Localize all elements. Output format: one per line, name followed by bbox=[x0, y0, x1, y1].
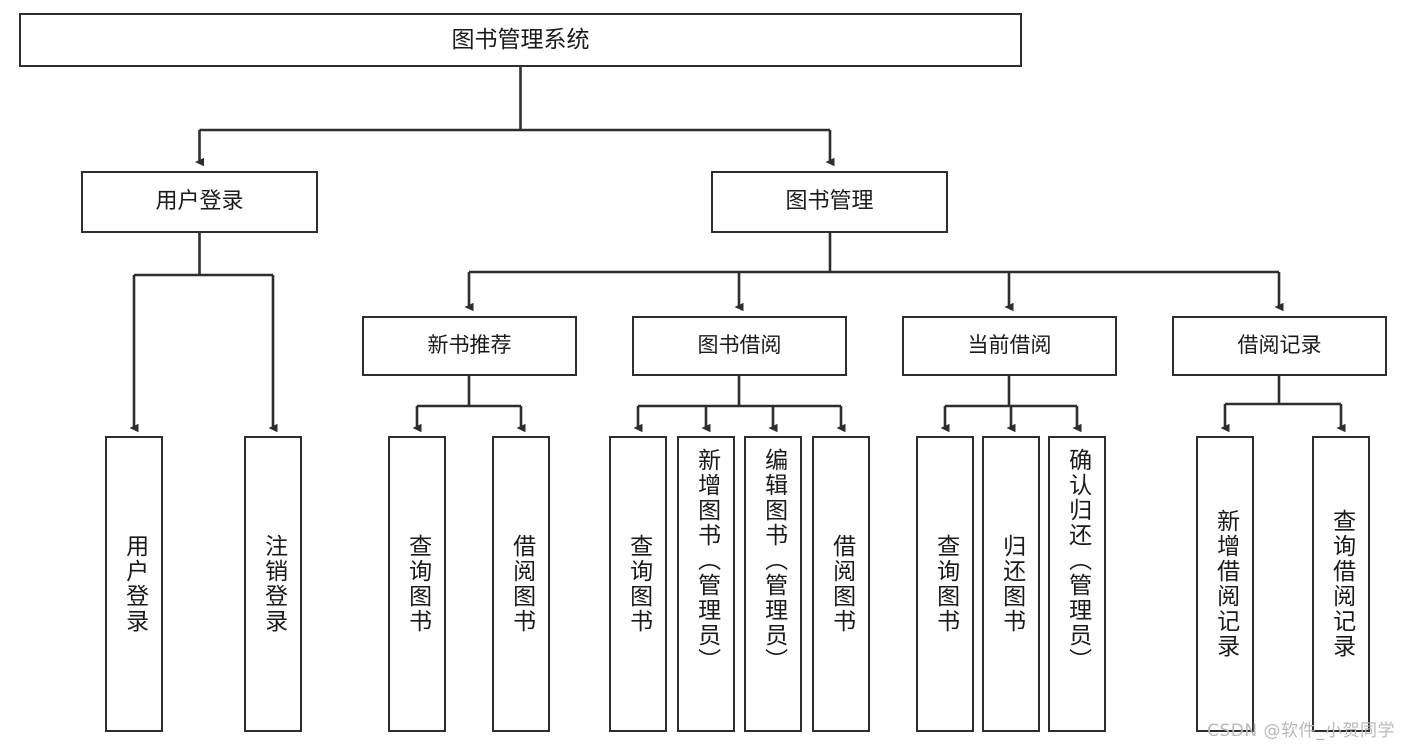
node-leaf-borrow-book-2[interactable]: 借阅图书 bbox=[812, 436, 870, 732]
node-root[interactable]: 图书管理系统 bbox=[19, 13, 1022, 67]
node-leaf-add-book[interactable]: 新增图书（管理员） bbox=[677, 436, 735, 732]
node-leaf-borrow-book-1[interactable]: 借阅图书 bbox=[492, 436, 550, 732]
node-book-manage[interactable]: 图书管理 bbox=[711, 171, 948, 233]
node-new-book-recommend-label: 新书推荐 bbox=[427, 333, 512, 358]
node-leaf-confirm-return[interactable]: 确认归还（管理员） bbox=[1048, 436, 1106, 732]
node-leaf-query-book-3[interactable]: 查询图书 bbox=[916, 436, 974, 732]
node-leaf-logout-login-label: 注销登录 bbox=[260, 534, 287, 634]
node-leaf-return-book[interactable]: 归还图书 bbox=[982, 436, 1040, 732]
node-leaf-query-book-2[interactable]: 查询图书 bbox=[609, 436, 667, 732]
node-leaf-logout-login[interactable]: 注销登录 bbox=[244, 436, 302, 732]
node-leaf-query-book-1[interactable]: 查询图书 bbox=[388, 436, 446, 732]
node-new-book-recommend[interactable]: 新书推荐 bbox=[362, 316, 577, 376]
node-book-borrow-label: 图书借阅 bbox=[697, 333, 782, 358]
node-leaf-return-book-label: 归还图书 bbox=[998, 534, 1025, 634]
node-leaf-edit-book[interactable]: 编辑图书（管理员） bbox=[744, 436, 802, 732]
node-user-login-label: 用户登录 bbox=[155, 189, 244, 215]
node-leaf-add-book-label: 新增图书（管理员） bbox=[693, 448, 720, 673]
node-user-login[interactable]: 用户登录 bbox=[81, 171, 318, 233]
node-book-borrow[interactable]: 图书借阅 bbox=[632, 316, 847, 376]
node-leaf-borrow-book-2-label: 借阅图书 bbox=[828, 534, 855, 634]
node-leaf-add-record[interactable]: 新增借阅记录 bbox=[1196, 436, 1254, 732]
node-leaf-query-book-3-label: 查询图书 bbox=[932, 534, 959, 634]
node-leaf-query-record[interactable]: 查询借阅记录 bbox=[1312, 436, 1370, 732]
node-leaf-query-book-2-label: 查询图书 bbox=[625, 534, 652, 634]
node-leaf-query-record-label: 查询借阅记录 bbox=[1328, 509, 1355, 659]
node-leaf-user-login-label: 用户登录 bbox=[121, 534, 148, 634]
node-current-borrow[interactable]: 当前借阅 bbox=[902, 316, 1117, 376]
node-leaf-confirm-return-label: 确认归还（管理员） bbox=[1064, 448, 1091, 673]
node-book-manage-label: 图书管理 bbox=[785, 189, 874, 215]
node-leaf-user-login[interactable]: 用户登录 bbox=[105, 436, 163, 732]
node-leaf-borrow-book-1-label: 借阅图书 bbox=[508, 534, 535, 634]
node-leaf-edit-book-label: 编辑图书（管理员） bbox=[760, 448, 787, 673]
node-leaf-add-record-label: 新增借阅记录 bbox=[1212, 509, 1239, 659]
node-current-borrow-label: 当前借阅 bbox=[967, 333, 1052, 358]
node-root-label: 图书管理系统 bbox=[451, 26, 590, 53]
node-leaf-query-book-1-label: 查询图书 bbox=[404, 534, 431, 634]
node-borrow-record[interactable]: 借阅记录 bbox=[1172, 316, 1387, 376]
node-borrow-record-label: 借阅记录 bbox=[1237, 333, 1322, 358]
